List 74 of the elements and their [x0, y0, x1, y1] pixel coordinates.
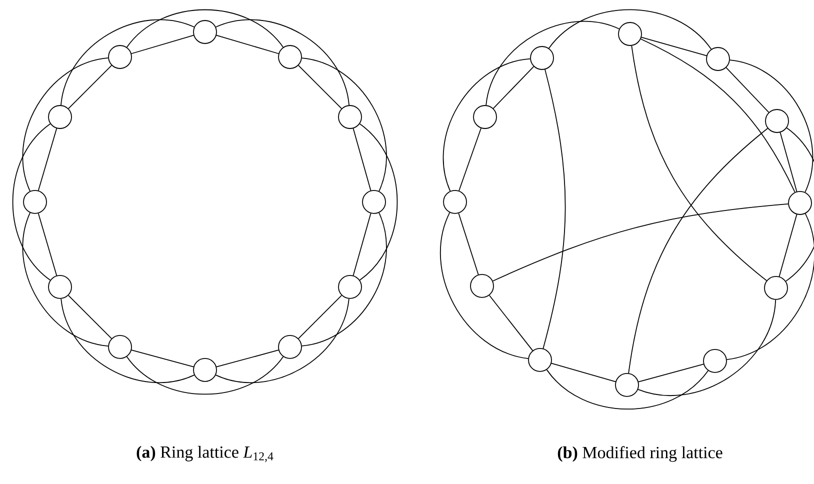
edge-line — [352, 213, 372, 276]
edge-line — [68, 295, 112, 339]
edge-line — [440, 212, 529, 360]
edge-line — [298, 295, 342, 339]
edge-line — [131, 350, 194, 368]
edge-line — [38, 128, 58, 191]
edge-line — [216, 350, 279, 368]
vertex-circle — [764, 276, 788, 300]
vertex-circle — [193, 358, 217, 382]
edge-line — [442, 58, 531, 192]
edge-line — [638, 364, 704, 382]
vertex-circle — [473, 105, 497, 129]
edge-line — [785, 127, 814, 282]
edge-line — [492, 204, 789, 282]
edge-line — [638, 299, 776, 396]
edge-line — [726, 213, 814, 360]
edge-line — [778, 214, 798, 277]
caption: (a) Ring lattice L$_{12,4}$ — [136, 446, 274, 462]
vertex-circle — [23, 190, 47, 214]
edge-line — [60, 19, 195, 106]
vertex-circle — [193, 20, 217, 44]
edge-line — [12, 123, 51, 281]
edge-line — [628, 128, 768, 374]
edge-line — [359, 123, 398, 281]
vertex-circle — [530, 46, 554, 70]
edge-line — [458, 128, 482, 192]
vertex-circle — [443, 190, 467, 214]
vertex-circle — [528, 348, 552, 372]
vertex-circle — [48, 105, 72, 129]
edge-line — [542, 69, 566, 349]
edge-line — [126, 356, 284, 395]
vertex-circle — [615, 373, 639, 397]
edge-line — [60, 298, 195, 383]
edge-line — [301, 212, 387, 346]
vertex-circle — [338, 275, 362, 299]
edge-line — [22, 58, 109, 192]
edge-line — [215, 298, 350, 383]
edge-line — [486, 21, 620, 106]
edge-line — [640, 38, 796, 193]
vertex-circle — [470, 274, 494, 298]
caption: (b) Modified ring lattice — [558, 446, 722, 462]
edge-line — [492, 66, 534, 109]
edge-line — [68, 65, 112, 109]
vertex-circle — [788, 191, 812, 215]
vertex-circle — [48, 275, 72, 299]
vertex-circle — [108, 45, 132, 69]
vertex-circle — [706, 47, 730, 71]
edge-line — [216, 34, 279, 54]
edge-line — [298, 65, 342, 109]
edge-line — [131, 34, 194, 54]
edge-line — [726, 67, 770, 113]
edge-line — [546, 369, 709, 410]
edge-line — [22, 212, 109, 346]
vertex-circle — [703, 349, 727, 373]
edge-line — [551, 362, 616, 382]
vertex-circle — [618, 22, 642, 46]
edge-line — [488, 294, 534, 352]
vertex-circle — [278, 335, 302, 359]
vertex-circle — [362, 190, 386, 214]
edge-line — [641, 36, 707, 56]
edge-line — [729, 60, 813, 193]
edge-line — [780, 132, 798, 192]
edge-line — [126, 9, 284, 48]
edge-line — [215, 19, 350, 106]
edge-line — [352, 128, 372, 191]
edge-line — [458, 212, 479, 276]
vertex-circle — [278, 45, 302, 69]
vertex-circle — [338, 105, 362, 129]
edge-line — [301, 58, 387, 192]
vertex-circle — [108, 335, 132, 359]
edge-line — [548, 9, 712, 50]
vertex-circle — [765, 109, 789, 133]
edge-line — [631, 45, 768, 282]
edge-line — [38, 213, 58, 276]
